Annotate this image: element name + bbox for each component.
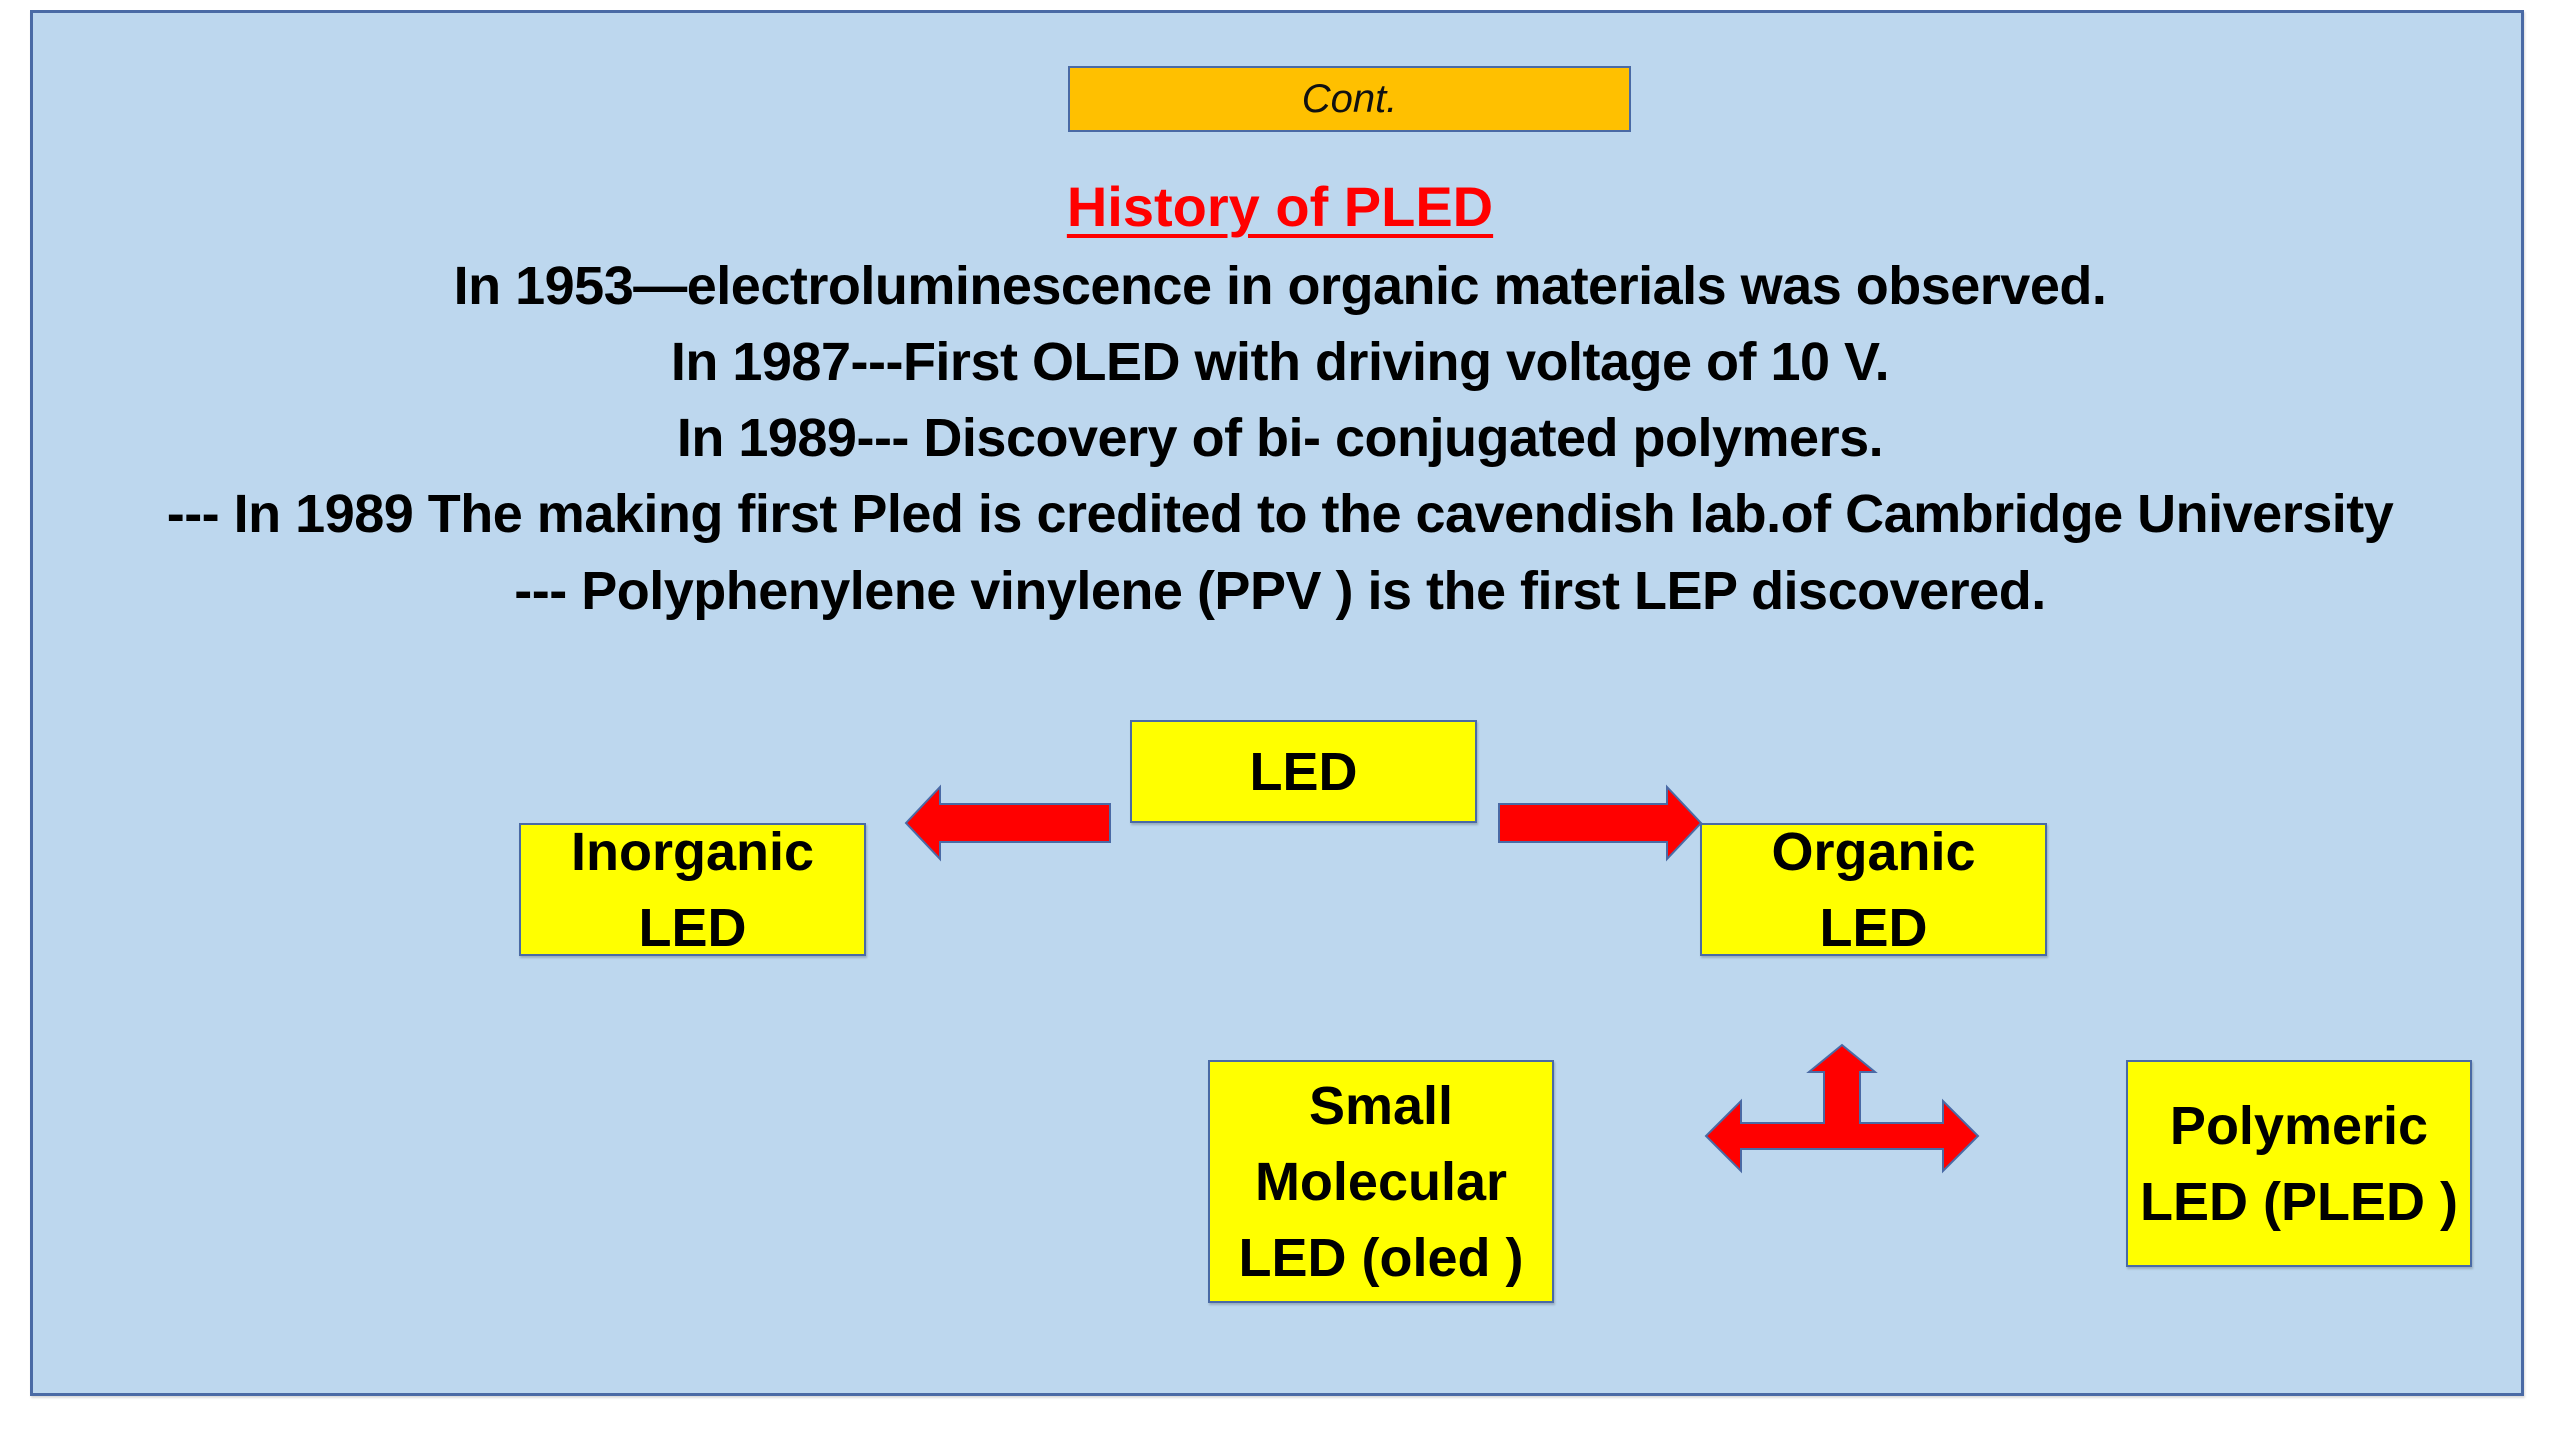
history-line-1953: In 1953—electroluminescence in organic m… bbox=[453, 256, 2107, 316]
small-molecular-line3: LED (oled ) bbox=[1238, 1227, 1524, 1288]
arrow-right-icon bbox=[1498, 784, 1703, 862]
page-title: History of PLED bbox=[0, 172, 2560, 242]
organic-led-box: Organic LED bbox=[1700, 822, 2047, 958]
continued-badge: Cont. bbox=[1068, 66, 1631, 132]
arrow-left-icon bbox=[904, 784, 1111, 862]
polymeric-led-box: Polymeric LED (PLED ) bbox=[2126, 1060, 2472, 1267]
page-title-text: History of PLED bbox=[1066, 175, 1494, 238]
continued-badge-label: Cont. bbox=[1301, 76, 1398, 121]
inorganic-led-box: Inorganic LED bbox=[519, 822, 866, 958]
small-molecular-led-box: Small Molecular LED (oled ) bbox=[1208, 1060, 1554, 1303]
small-molecular-line1: Small bbox=[1308, 1075, 1454, 1136]
led-root-label: LED bbox=[1249, 741, 1358, 802]
history-line-1989-polymers: In 1989--- Discovery of bi- conjugated p… bbox=[676, 408, 1884, 468]
organic-label-line1: Organic bbox=[1771, 821, 1976, 882]
polymeric-line1: Polymeric bbox=[2169, 1095, 2429, 1156]
history-line-1987: In 1987---First OLED with driving voltag… bbox=[670, 332, 1890, 392]
inorganic-label-line2: LED bbox=[638, 897, 747, 958]
small-molecular-line2: Molecular bbox=[1254, 1151, 1508, 1212]
history-line-ppv: --- Polyphenylene vinylene (PPV ) is the… bbox=[514, 561, 2046, 621]
arrow-t-split-icon bbox=[1704, 1043, 1980, 1174]
inorganic-label-line1: Inorganic bbox=[570, 821, 815, 882]
led-root-box: LED bbox=[1130, 720, 1477, 823]
polymeric-line2: LED (PLED ) bbox=[2140, 1171, 2458, 1232]
history-line-1989-cambridge: --- In 1989 The making first Pled is cre… bbox=[166, 484, 2394, 544]
organic-label-line2: LED bbox=[1819, 897, 1928, 958]
